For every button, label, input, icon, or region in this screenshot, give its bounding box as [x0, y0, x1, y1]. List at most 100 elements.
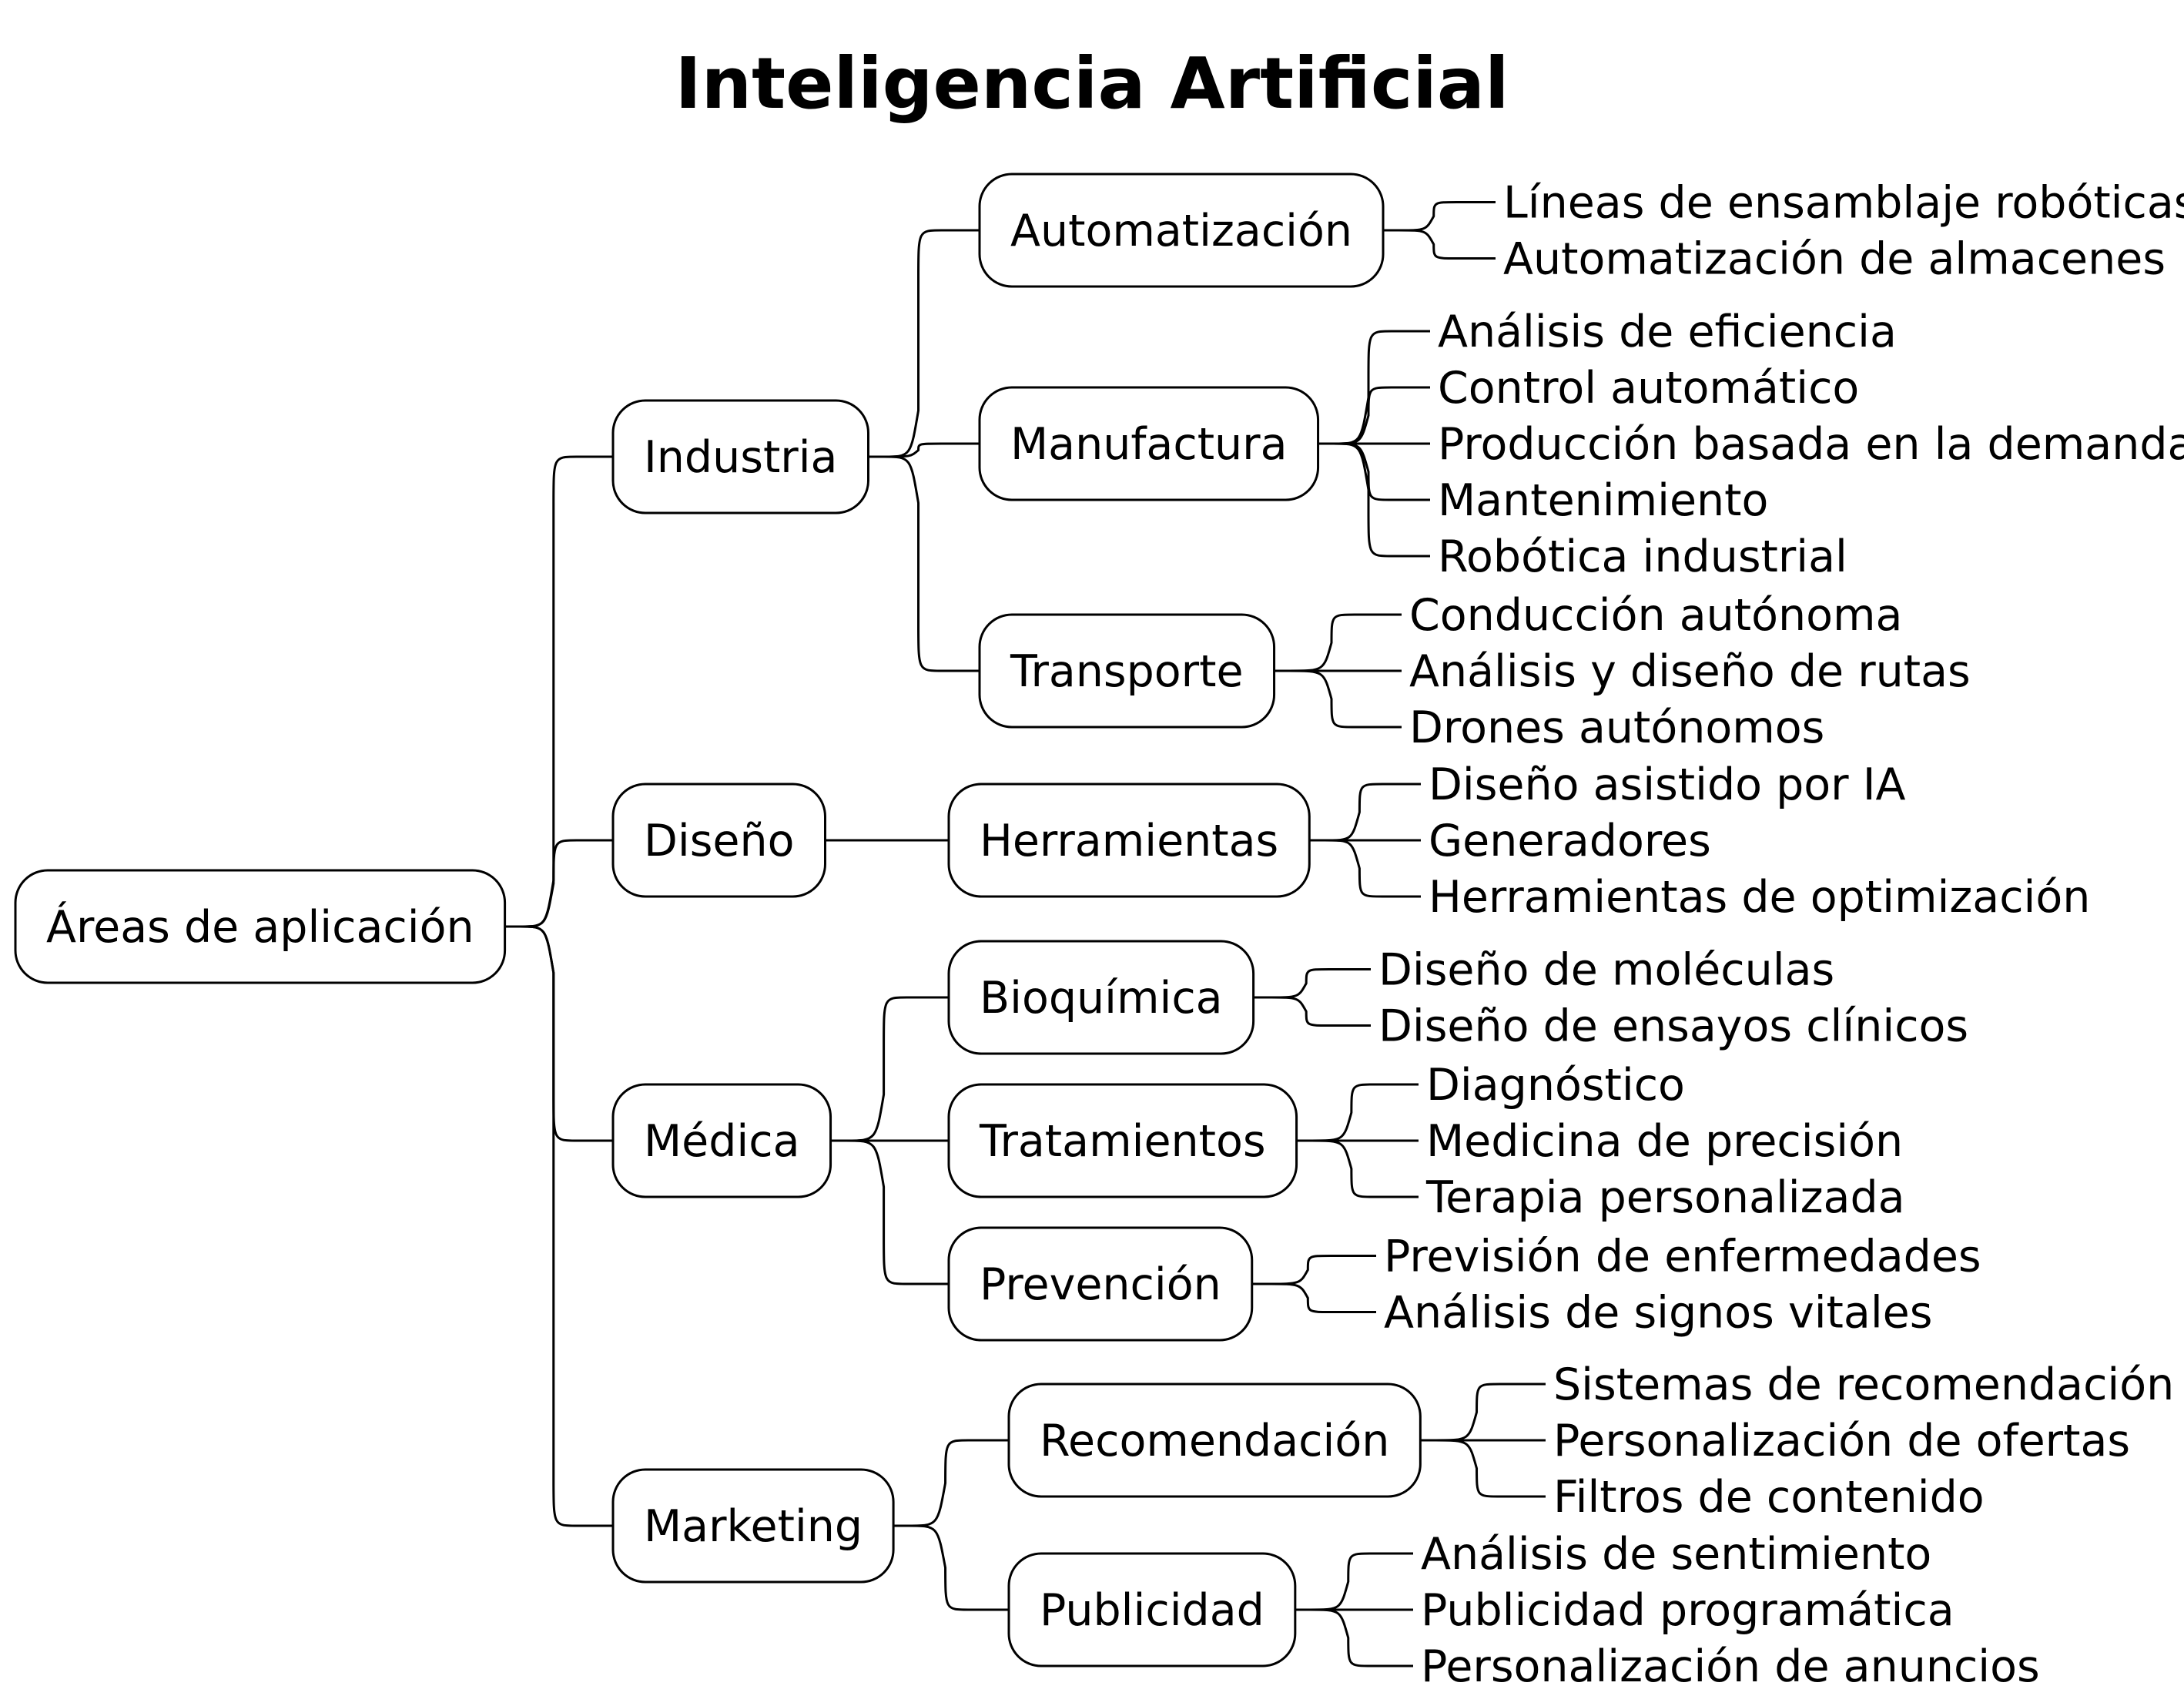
leaf-terapia-personalizada: Terapia personalizada — [1425, 1172, 1905, 1223]
node-areas-de-aplicacion-box — [14, 869, 507, 984]
leaf-drones-autonomos: Drones autónomos — [1409, 702, 1824, 753]
edge-herramientas-to-herramientas-de-optimizacion — [1309, 839, 1421, 898]
node-areas-de-aplicacion-label: Áreas de aplicación — [46, 900, 474, 953]
node-recomendacion-label: Recomendación — [1040, 1416, 1389, 1466]
leaf-personalizacion-de-anuncios: Personalización de anuncios — [1421, 1641, 2040, 1692]
leaf-prevision-de-enfermedades: Previsión de enfermedades — [1384, 1232, 1981, 1282]
edge-automatizacion-to-lineas-de-ensamblaje-roboticas — [1383, 201, 1496, 232]
node-bioquimica-box — [947, 940, 1255, 1055]
node-herramientas-label: Herramientas — [980, 816, 1278, 866]
edge-herramientas-to-diseno-asistido-por-ia — [1309, 783, 1421, 842]
node-publicidad-label: Publicidad — [1040, 1585, 1265, 1636]
node-prevencion-box — [947, 1226, 1254, 1342]
node-automatizacion-label: Automatización — [1010, 206, 1352, 256]
leaf-produccion-basada-en-la-demanda: Producción basada en la demanda — [1438, 419, 2184, 470]
leaf-analisis-y-diseno-de-rutas: Análisis y diseño de rutas — [1409, 646, 1971, 697]
node-bioquimica-label: Bioquímica — [980, 973, 1223, 1024]
node-herramientas: Herramientas — [947, 783, 1311, 898]
edge-manufactura-to-control-automatico — [1318, 386, 1430, 445]
edge-transporte-to-drones-autonomos — [1274, 669, 1402, 729]
edge-industria-to-manufactura — [868, 442, 980, 458]
edge-manufactura-to-robotica-industrial — [1318, 442, 1430, 558]
node-prevencion: Prevención — [947, 1226, 1254, 1342]
leaf-automatizacion-de-almacenes: Automatización de almacenes — [1503, 234, 2166, 285]
node-manufactura-box — [978, 386, 1320, 501]
edge-automatizacion-to-automatizacion-de-almacenes — [1383, 229, 1496, 260]
leaf-diagnostico: Diagnóstico — [1426, 1060, 1685, 1111]
leaf-diseno-de-ensayos-clinicos: Diseño de ensayos clínicos — [1378, 1001, 1968, 1052]
node-transporte-box — [978, 613, 1276, 729]
node-tratamientos-label: Tratamientos — [979, 1116, 1266, 1167]
leaf-diseno-asistido-por-ia: Diseño asistido por IA — [1429, 759, 1906, 810]
node-medica-box — [611, 1083, 832, 1198]
leaf-filtros-de-contenido: Filtros de contenido — [1553, 1472, 1985, 1523]
node-automatizacion-box — [978, 173, 1385, 288]
leaf-sistemas-de-recomendacion: Sistemas de recomendación — [1553, 1359, 2174, 1410]
edge-publicidad-to-analisis-de-sentimiento — [1295, 1552, 1413, 1611]
edge-medica-to-bioquimica — [830, 996, 949, 1142]
leaf-generadores: Generadores — [1429, 816, 1711, 866]
node-prevencion-label: Prevención — [980, 1259, 1221, 1310]
node-herramientas-box — [947, 783, 1311, 898]
connector-lines — [504, 201, 1546, 1667]
edge-industria-to-automatizacion — [868, 229, 980, 458]
mind-map-nodes: Áreas de aplicación Industria Automatizaci… — [14, 173, 2184, 1692]
node-recomendacion: Recomendación — [1007, 1383, 1422, 1498]
node-areas-de-aplicacion: Áreas de aplicación — [14, 869, 507, 984]
node-publicidad: Publicidad — [1007, 1552, 1297, 1667]
node-publicidad-box — [1007, 1552, 1297, 1667]
leaf-publicidad-programatica: Publicidad programática — [1421, 1585, 1955, 1636]
leaf-conduccion-autonoma: Conducción autónoma — [1409, 590, 1902, 641]
leaf-analisis-de-eficiencia: Análisis de eficiencia — [1438, 307, 1897, 357]
leaf-control-automatico: Control automático — [1438, 363, 1859, 414]
leaf-personalizacion-de-ofertas: Personalización de ofertas — [1553, 1416, 2130, 1466]
edge-marketing-to-publicidad — [893, 1524, 1009, 1611]
leaf-analisis-de-sentimiento: Análisis de sentimiento — [1421, 1529, 1931, 1580]
node-medica-label: Médica — [644, 1116, 800, 1167]
node-industria: Industria — [611, 399, 869, 514]
node-transporte-label: Transporte — [1010, 646, 1244, 697]
edge-publicidad-to-personalizacion-de-anuncios — [1295, 1608, 1413, 1667]
node-marketing-box — [611, 1468, 895, 1584]
node-industria-box — [611, 399, 869, 514]
node-bioquimica: Bioquímica — [947, 940, 1255, 1055]
node-diseno: Diseño — [611, 783, 826, 898]
node-recomendacion-box — [1007, 1383, 1422, 1498]
leaf-lineas-de-ensamblaje-roboticas: Líneas de ensamblaje robóticas — [1503, 178, 2184, 229]
edge-recomendacion-to-sistemas-de-recomendacion — [1420, 1383, 1546, 1442]
edge-root-to-marketing — [504, 925, 613, 1527]
edge-manufactura-to-mantenimiento — [1318, 442, 1430, 501]
edge-bioquimica-to-diseno-de-moleculas — [1253, 968, 1371, 999]
node-tratamientos-box — [947, 1083, 1298, 1198]
node-diseno-label: Diseño — [644, 816, 795, 866]
edge-prevencion-to-prevision-de-enfermedades — [1251, 1255, 1376, 1285]
edge-industria-to-transporte — [868, 455, 980, 672]
edge-root-to-industria — [504, 455, 613, 928]
edge-root-to-diseno — [504, 839, 613, 928]
node-marketing: Marketing — [611, 1468, 895, 1584]
leaf-robotica-industrial: Robótica industrial — [1438, 531, 1847, 582]
node-marketing-label: Marketing — [644, 1501, 863, 1552]
edge-transporte-to-conduccion-autonoma — [1274, 613, 1402, 672]
edge-marketing-to-recomendacion — [893, 1439, 1009, 1527]
node-tratamientos: Tratamientos — [947, 1083, 1298, 1198]
node-transporte: Transporte — [978, 613, 1276, 729]
edge-root-to-medica — [504, 925, 613, 1142]
node-manufactura: Manufactura — [978, 386, 1320, 501]
node-diseno-box — [611, 783, 826, 898]
node-medica: Médica — [611, 1083, 832, 1198]
diagram-title: Inteligencia Artificial — [675, 42, 1509, 125]
node-manufactura-label: Manufactura — [1010, 419, 1288, 470]
leaf-mantenimiento: Mantenimiento — [1438, 475, 1768, 526]
edge-tratamientos-to-terapia-personalizada — [1296, 1139, 1419, 1198]
leaf-analisis-de-signos-vitales: Análisis de signos vitales — [1384, 1288, 1932, 1339]
node-automatizacion: Automatización — [978, 173, 1385, 288]
edge-prevencion-to-analisis-de-signos-vitales — [1251, 1282, 1376, 1313]
edge-recomendacion-to-filtros-de-contenido — [1420, 1439, 1546, 1498]
edge-medica-to-prevencion — [830, 1139, 949, 1285]
edge-tratamientos-to-diagnostico — [1296, 1083, 1419, 1142]
leaf-medicina-de-precision: Medicina de precisión — [1426, 1116, 1903, 1167]
edge-bioquimica-to-diseno-de-ensayos-clinicos — [1253, 996, 1371, 1027]
